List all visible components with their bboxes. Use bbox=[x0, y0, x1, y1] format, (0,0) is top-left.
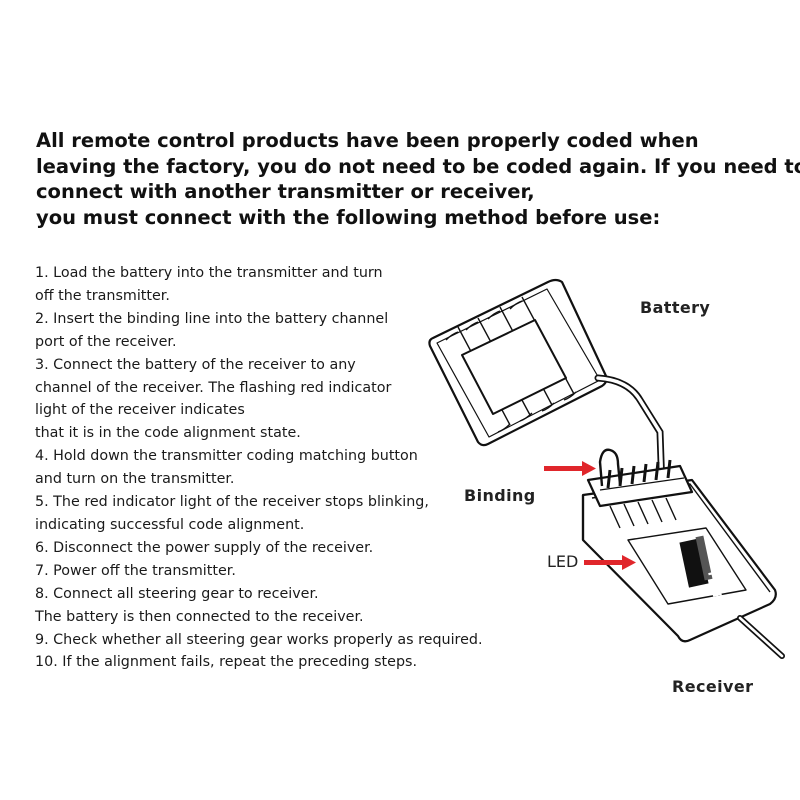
heading-line: connect with another transmitter or rece… bbox=[36, 180, 535, 203]
step-line: channel of the receiver. The flashing re… bbox=[35, 379, 392, 396]
step-line: 8. Connect all steering gear to receiver… bbox=[35, 585, 319, 602]
step-line: that it is in the code alignment state. bbox=[35, 425, 301, 442]
binding-plug-icon bbox=[598, 448, 622, 487]
step-line: port of the receiver. bbox=[35, 333, 177, 350]
led-label: LED bbox=[547, 552, 579, 571]
heading-line: leaving the factory, you do not need to … bbox=[36, 154, 800, 178]
binding-label: Binding bbox=[464, 486, 536, 505]
battery-label: Battery bbox=[640, 298, 711, 317]
led-arrow-icon bbox=[584, 555, 636, 570]
receiver-label: Receiver bbox=[672, 677, 754, 696]
step-line: 2. Insert the binding line into the batt… bbox=[35, 310, 389, 327]
step-line: 5. The red indicator light of the receiv… bbox=[35, 494, 429, 511]
heading-line: you must connect with the following meth… bbox=[36, 205, 661, 229]
step-line: 7. Power off the transmitter. bbox=[35, 562, 236, 579]
step-line: 1. Load the battery into the transmitter… bbox=[35, 265, 383, 281]
binding-steps-list: 1. Load the battery into the transmitter… bbox=[35, 262, 505, 674]
step-line: 9. Check whether all steering gear works… bbox=[35, 631, 483, 648]
receiver-binding-diagram: FS-R6B bbox=[428, 278, 785, 659]
step-line: light of the receiver indicates bbox=[35, 402, 245, 419]
step-line: and turn on the transmitter. bbox=[35, 471, 235, 488]
step-line: 10. If the alignment fails, repeat the p… bbox=[35, 654, 418, 671]
instructions-heading: All remote control products have been pr… bbox=[36, 128, 800, 230]
binding-arrow-icon bbox=[544, 461, 596, 476]
step-line: 3. Connect the battery of the receiver t… bbox=[35, 356, 356, 373]
battery-pack-icon bbox=[428, 278, 608, 447]
receiver-icon bbox=[581, 459, 777, 643]
step-line: The battery is then connected to the rec… bbox=[35, 608, 364, 625]
step-line: 4. Hold down the transmitter coding matc… bbox=[35, 448, 418, 465]
step-line: indicating successful code alignment. bbox=[35, 516, 305, 533]
step-line: 6. Disconnect the power supply of the re… bbox=[35, 539, 374, 556]
step-line: off the transmitter. bbox=[35, 287, 170, 304]
heading-line: All remote control products have been pr… bbox=[36, 129, 699, 152]
